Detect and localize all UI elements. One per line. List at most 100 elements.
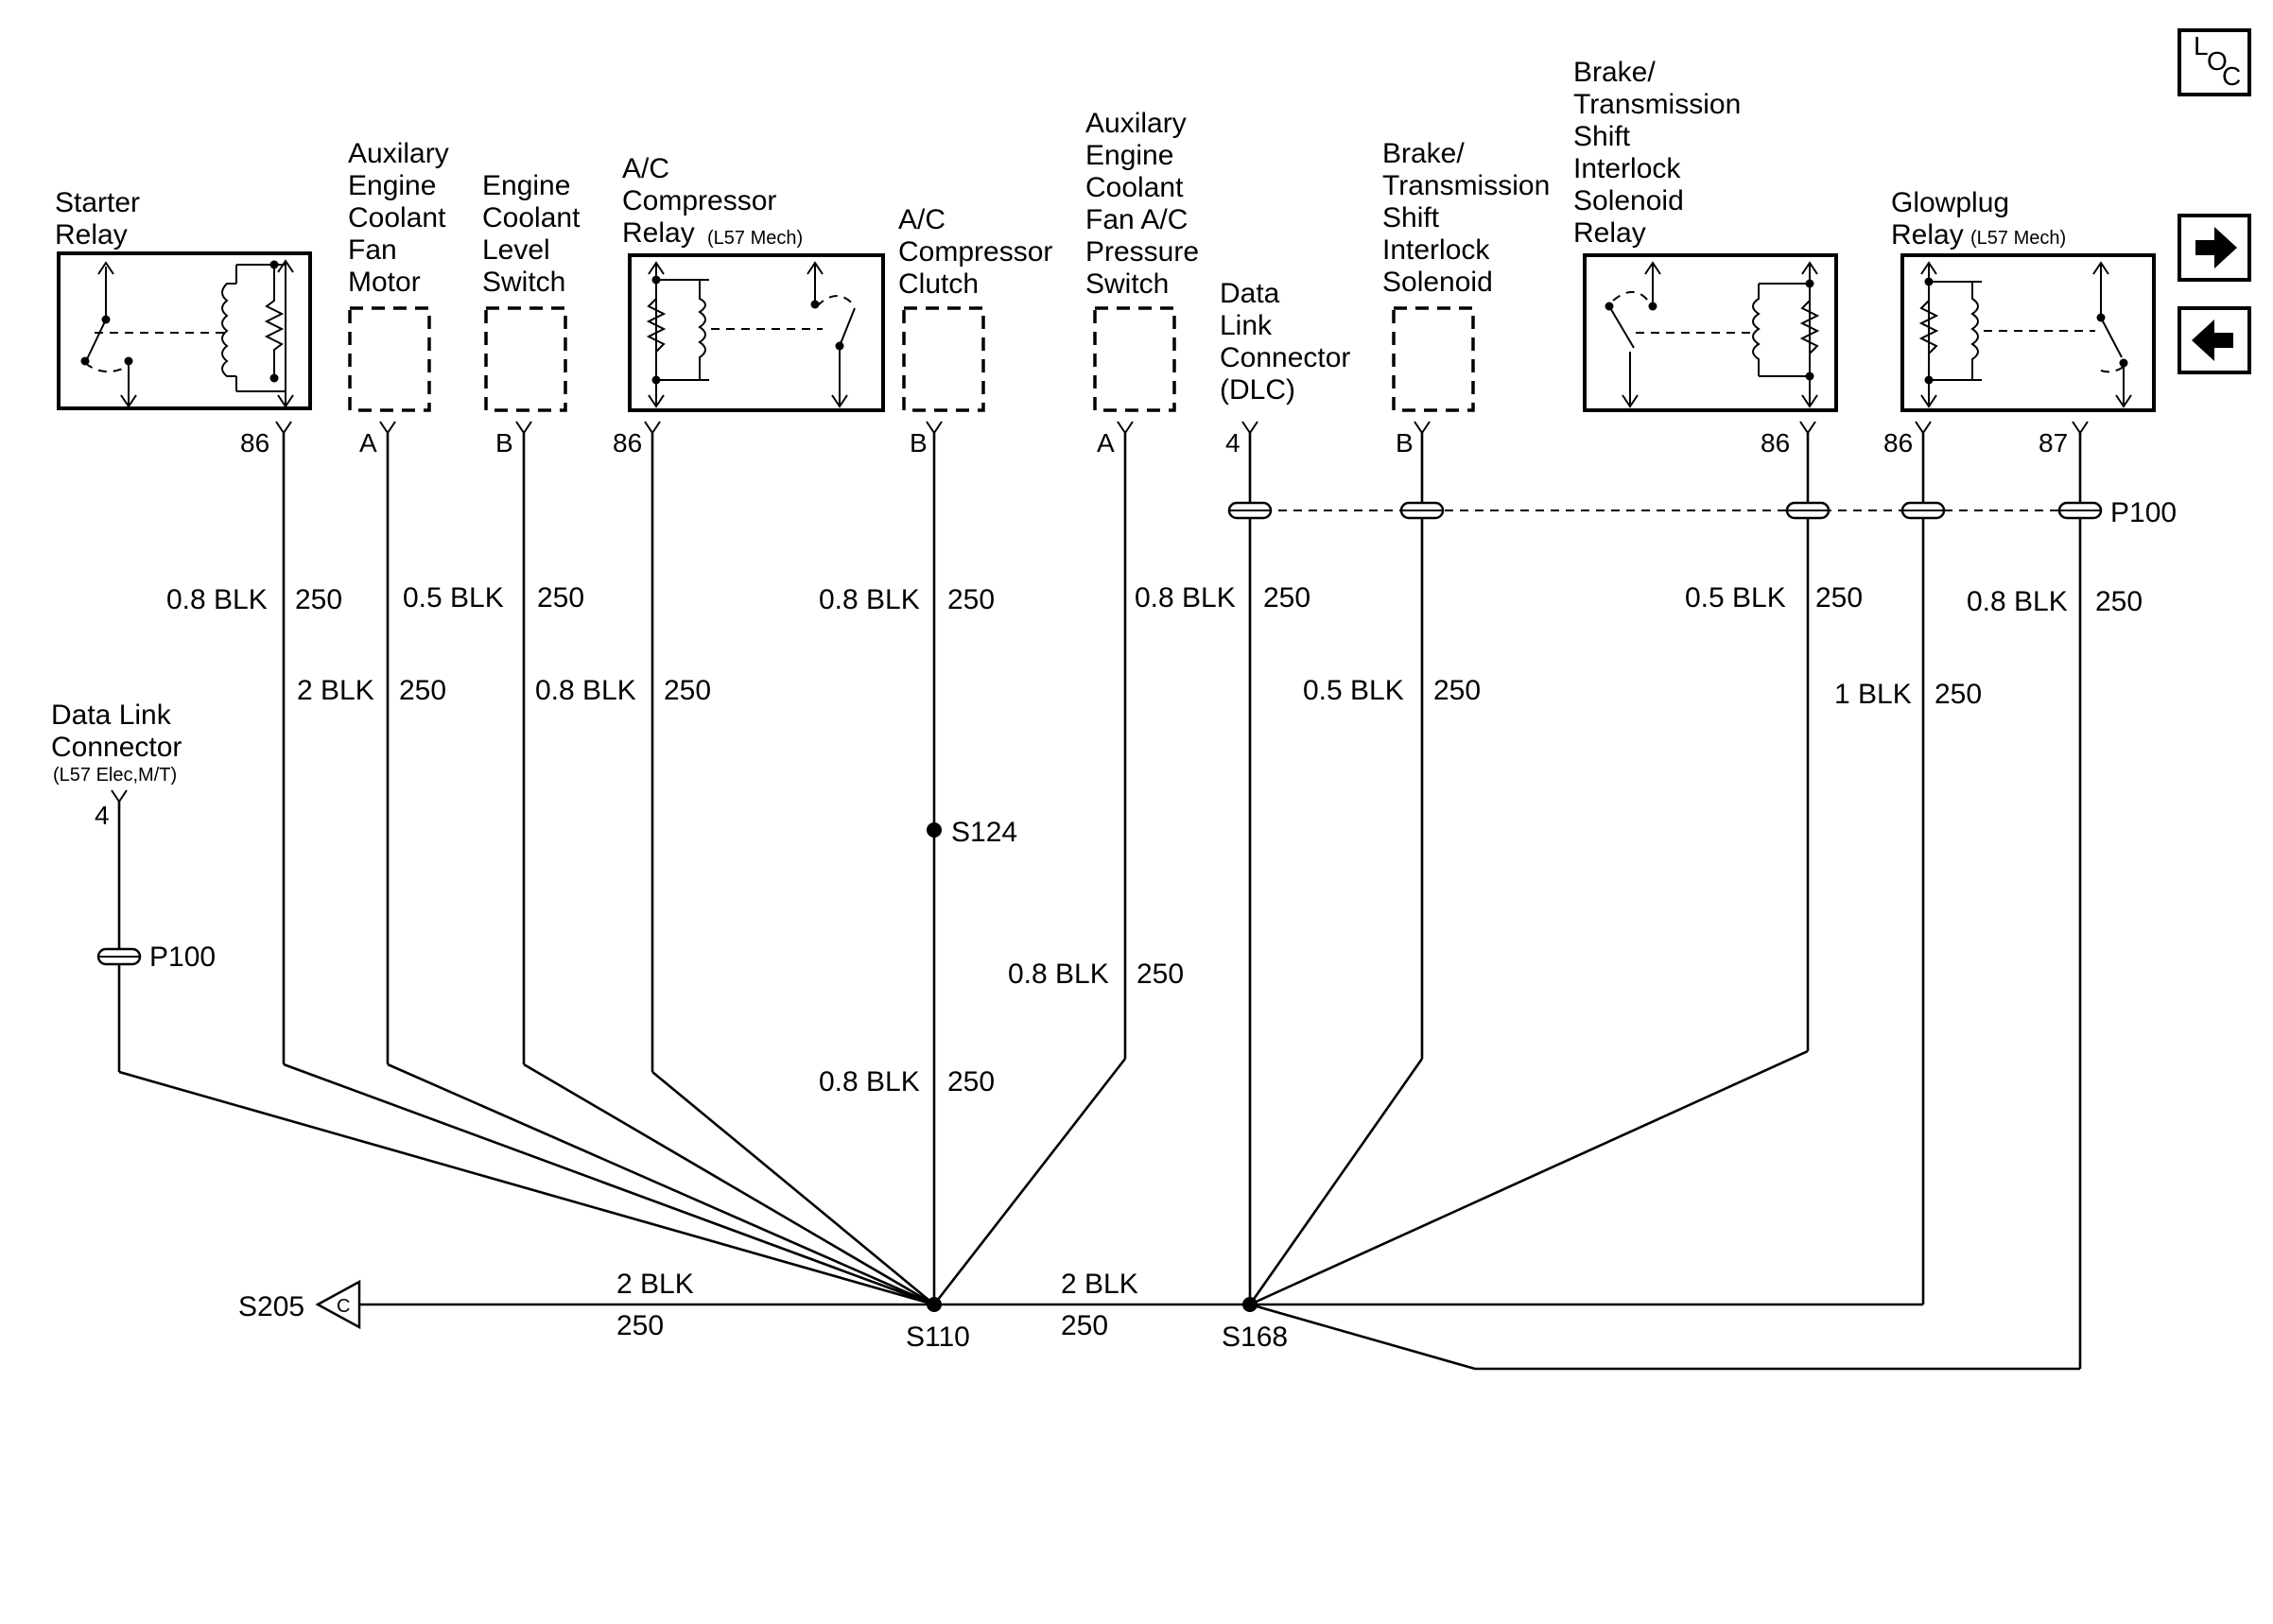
next-page-button[interactable] [2178, 214, 2251, 282]
loc-icon[interactable]: L O C [2178, 28, 2251, 96]
glowplug-relay-pin-87: 87 [2039, 428, 2068, 458]
svg-text:Interlock: Interlock [1573, 153, 1681, 184]
connector-icon [2057, 501, 2103, 520]
svg-text:Switch: Switch [1085, 268, 1169, 300]
previous-page-button[interactable] [2178, 306, 2251, 374]
aux-fan-motor-box [348, 306, 431, 412]
svg-text:0.8 BLK: 0.8 BLK [1967, 586, 2068, 617]
ground-s205: C S205 [238, 1279, 361, 1330]
ac-compressor-clutch-box [902, 306, 985, 412]
starter-relay-pin: 86 [240, 428, 269, 458]
aux-fan-pressure-switch-label: Auxilary Engine Coolant Fan A/C Pressure… [1085, 108, 1199, 300]
starter-relay-label: Starter Relay [55, 187, 140, 251]
svg-text:2 BLK: 2 BLK [1061, 1269, 1138, 1300]
svg-text:Relay: Relay [622, 217, 695, 249]
svg-text:(L57 Mech): (L57 Mech) [1970, 228, 2066, 249]
svg-text:Engine: Engine [348, 170, 436, 201]
svg-text:0.8 BLK: 0.8 BLK [166, 584, 268, 615]
aux-fan-motor-pin: A [359, 428, 377, 458]
svg-text:Switch: Switch [482, 267, 565, 298]
svg-text:250: 250 [1136, 959, 1184, 990]
svg-text:0.8 BLK: 0.8 BLK [1135, 582, 1236, 613]
svg-text:Pressure: Pressure [1085, 236, 1199, 268]
pin-labels: 86 A B 86 B A 4 B 86 86 87 4 [95, 428, 2068, 830]
svg-text:250: 250 [664, 675, 711, 706]
svg-text:2 BLK: 2 BLK [616, 1269, 694, 1300]
s124-label: S124 [951, 817, 1017, 848]
svg-text:Connector: Connector [1220, 342, 1350, 373]
connector-icon [1399, 501, 1445, 520]
svg-text:(L57 Mech): (L57 Mech) [707, 228, 803, 249]
svg-text:0.5 BLK: 0.5 BLK [1303, 675, 1404, 706]
bts-solenoid-pin: B [1396, 428, 1414, 458]
p100-label-right: P100 [2110, 497, 2177, 528]
svg-text:250: 250 [537, 582, 584, 613]
svg-text:(DLC): (DLC) [1220, 374, 1295, 406]
svg-text:Engine: Engine [482, 170, 570, 201]
aux-fan-pressure-switch-box [1093, 306, 1176, 412]
dlc-elec-pin: 4 [95, 801, 110, 830]
svg-text:Compressor: Compressor [622, 185, 776, 216]
svg-text:Interlock: Interlock [1382, 234, 1490, 266]
svg-text:Connector: Connector [51, 732, 182, 763]
left-arrow-icon [2192, 320, 2233, 361]
svg-text:(L57 Elec,M/T): (L57 Elec,M/T) [53, 765, 177, 786]
svg-text:Relay: Relay [1891, 219, 1964, 251]
connector-icon [1227, 501, 1273, 520]
svg-text:250: 250 [1263, 582, 1310, 613]
svg-text:250: 250 [1061, 1310, 1108, 1341]
svg-text:Level: Level [482, 234, 550, 266]
svg-text:250: 250 [2095, 586, 2143, 617]
svg-text:2 BLK: 2 BLK [297, 675, 374, 706]
svg-text:250: 250 [616, 1310, 664, 1341]
ac-compressor-relay-label: A/C Compressor Relay (L57 Mech) [622, 153, 803, 249]
svg-text:Clutch: Clutch [898, 268, 979, 300]
svg-text:A/C: A/C [622, 153, 669, 184]
bts-relay-symbol [1583, 253, 1838, 412]
svg-text:0.5 BLK: 0.5 BLK [403, 582, 504, 613]
p100-label-left: P100 [149, 942, 216, 973]
coolant-level-switch-pin: B [495, 428, 513, 458]
aux-fan-pressure-switch-pin: A [1097, 428, 1115, 458]
splices: S110 S168 S124 [906, 817, 1288, 1353]
svg-text:0.8 BLK: 0.8 BLK [535, 675, 636, 706]
svg-text:Transmission: Transmission [1382, 170, 1550, 201]
coolant-level-switch-label: Engine Coolant Level Switch [482, 170, 581, 298]
s205-label: S205 [238, 1291, 304, 1322]
svg-text:Starter: Starter [55, 187, 140, 218]
p100-connectors: P100 P100 [96, 497, 2177, 973]
svg-text:250: 250 [399, 675, 446, 706]
svg-text:250: 250 [1935, 679, 1982, 710]
ac-comp-clutch-pin: B [910, 428, 928, 458]
svg-text:Solenoid: Solenoid [1382, 267, 1493, 298]
svg-text:250: 250 [295, 584, 342, 615]
ac-compressor-clutch-label: A/C Compressor Clutch [898, 204, 1052, 300]
aux-fan-motor-label: Auxilary Engine Coolant Fan Motor [348, 138, 449, 298]
glowplug-relay-pin-86: 86 [1883, 428, 1913, 458]
svg-text:Brake/: Brake/ [1382, 138, 1465, 169]
dlc-pin: 4 [1225, 428, 1241, 458]
svg-text:Relay: Relay [55, 219, 128, 251]
bts-solenoid-label: Brake/ Transmission Shift Interlock Sole… [1382, 138, 1550, 298]
s168-label: S168 [1222, 1322, 1288, 1353]
svg-text:0.8 BLK: 0.8 BLK [819, 1066, 920, 1097]
svg-text:Solenoid: Solenoid [1573, 185, 1684, 216]
dlc-label: Data Link Connector (DLC) [1220, 278, 1350, 406]
glowplug-relay-label: Glowplug Relay (L57 Mech) [1891, 187, 2066, 251]
svg-text:Compressor: Compressor [898, 236, 1052, 268]
splice-dot [1242, 1297, 1258, 1312]
connector-icon [1900, 501, 1946, 520]
svg-text:0.5 BLK: 0.5 BLK [1685, 582, 1786, 613]
svg-text:Data Link: Data Link [51, 700, 172, 731]
svg-text:A/C: A/C [898, 204, 946, 235]
bts-relay-pin: 86 [1761, 428, 1790, 458]
svg-text:Coolant: Coolant [348, 202, 446, 233]
svg-text:Brake/: Brake/ [1573, 57, 1656, 88]
s110-label: S110 [906, 1322, 970, 1353]
svg-text:Data: Data [1220, 278, 1280, 309]
svg-text:Fan: Fan [348, 234, 397, 266]
right-arrow-icon [2195, 227, 2237, 268]
connector-icon [96, 947, 142, 966]
loc-c: C [2222, 61, 2241, 91]
